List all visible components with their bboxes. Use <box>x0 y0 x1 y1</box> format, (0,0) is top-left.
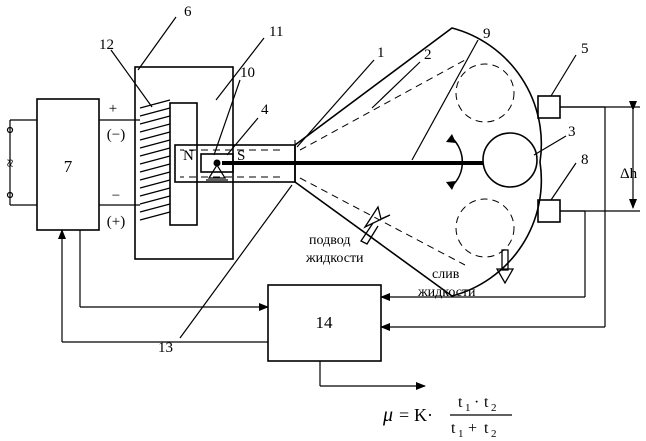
terminal-minus-paren: (−) <box>107 127 125 143</box>
svg-text:t: t <box>484 394 489 411</box>
lower-position <box>456 199 514 257</box>
label-11: 11 <box>269 24 283 40</box>
label-8: 8 <box>581 152 589 168</box>
swing-line-top <box>300 60 465 150</box>
sensor-8 <box>538 200 560 222</box>
svg-text:1: 1 <box>465 402 471 414</box>
label-5: 5 <box>581 41 589 57</box>
svg-text:t: t <box>451 420 456 437</box>
svg-text:·: · <box>474 394 479 411</box>
terminal-plus-paren: (+) <box>107 214 125 230</box>
label-6: 6 <box>184 4 192 20</box>
svg-text:t: t <box>458 394 463 411</box>
formula-eq: = <box>399 405 409 425</box>
delta-h-label: Δh <box>620 166 638 182</box>
label-12: 12 <box>99 37 114 53</box>
label-3: 3 <box>568 124 576 140</box>
label-2: 2 <box>424 47 432 63</box>
upper-position <box>456 64 514 122</box>
ac-symbol: ≈ <box>3 159 19 167</box>
label-9: 9 <box>483 26 491 42</box>
ball <box>483 133 537 187</box>
sensor-5 <box>538 96 560 118</box>
label-4: 4 <box>261 102 269 118</box>
block-14-label: 14 <box>316 313 334 332</box>
svg-text:1: 1 <box>458 428 464 440</box>
viscosity-formula: μ = K· t 1 · t 2 t 1 + t 2 <box>382 394 512 440</box>
label-13: 13 <box>158 340 173 356</box>
svg-text:+: + <box>468 420 477 437</box>
ac-supply: ≈ <box>3 120 37 205</box>
block-7-label: 7 <box>64 157 73 176</box>
magnet-core <box>170 103 197 225</box>
label-1: 1 <box>377 45 385 61</box>
svg-text:2: 2 <box>491 428 497 440</box>
inlet-line1: подвод <box>309 233 350 248</box>
svg-text:2: 2 <box>491 402 497 414</box>
formula-k: K· <box>414 405 433 425</box>
terminal-minus: − <box>112 188 120 204</box>
coil-winding <box>140 100 170 220</box>
formula-mu: μ <box>382 404 393 426</box>
svg-text:t: t <box>484 420 489 437</box>
outlet-line2: жидкости <box>417 285 476 300</box>
terminal-plus: + <box>109 101 117 117</box>
label-10: 10 <box>240 65 255 81</box>
inlet-line2: жидкости <box>305 251 364 266</box>
outlet-line1: слив <box>432 267 460 282</box>
